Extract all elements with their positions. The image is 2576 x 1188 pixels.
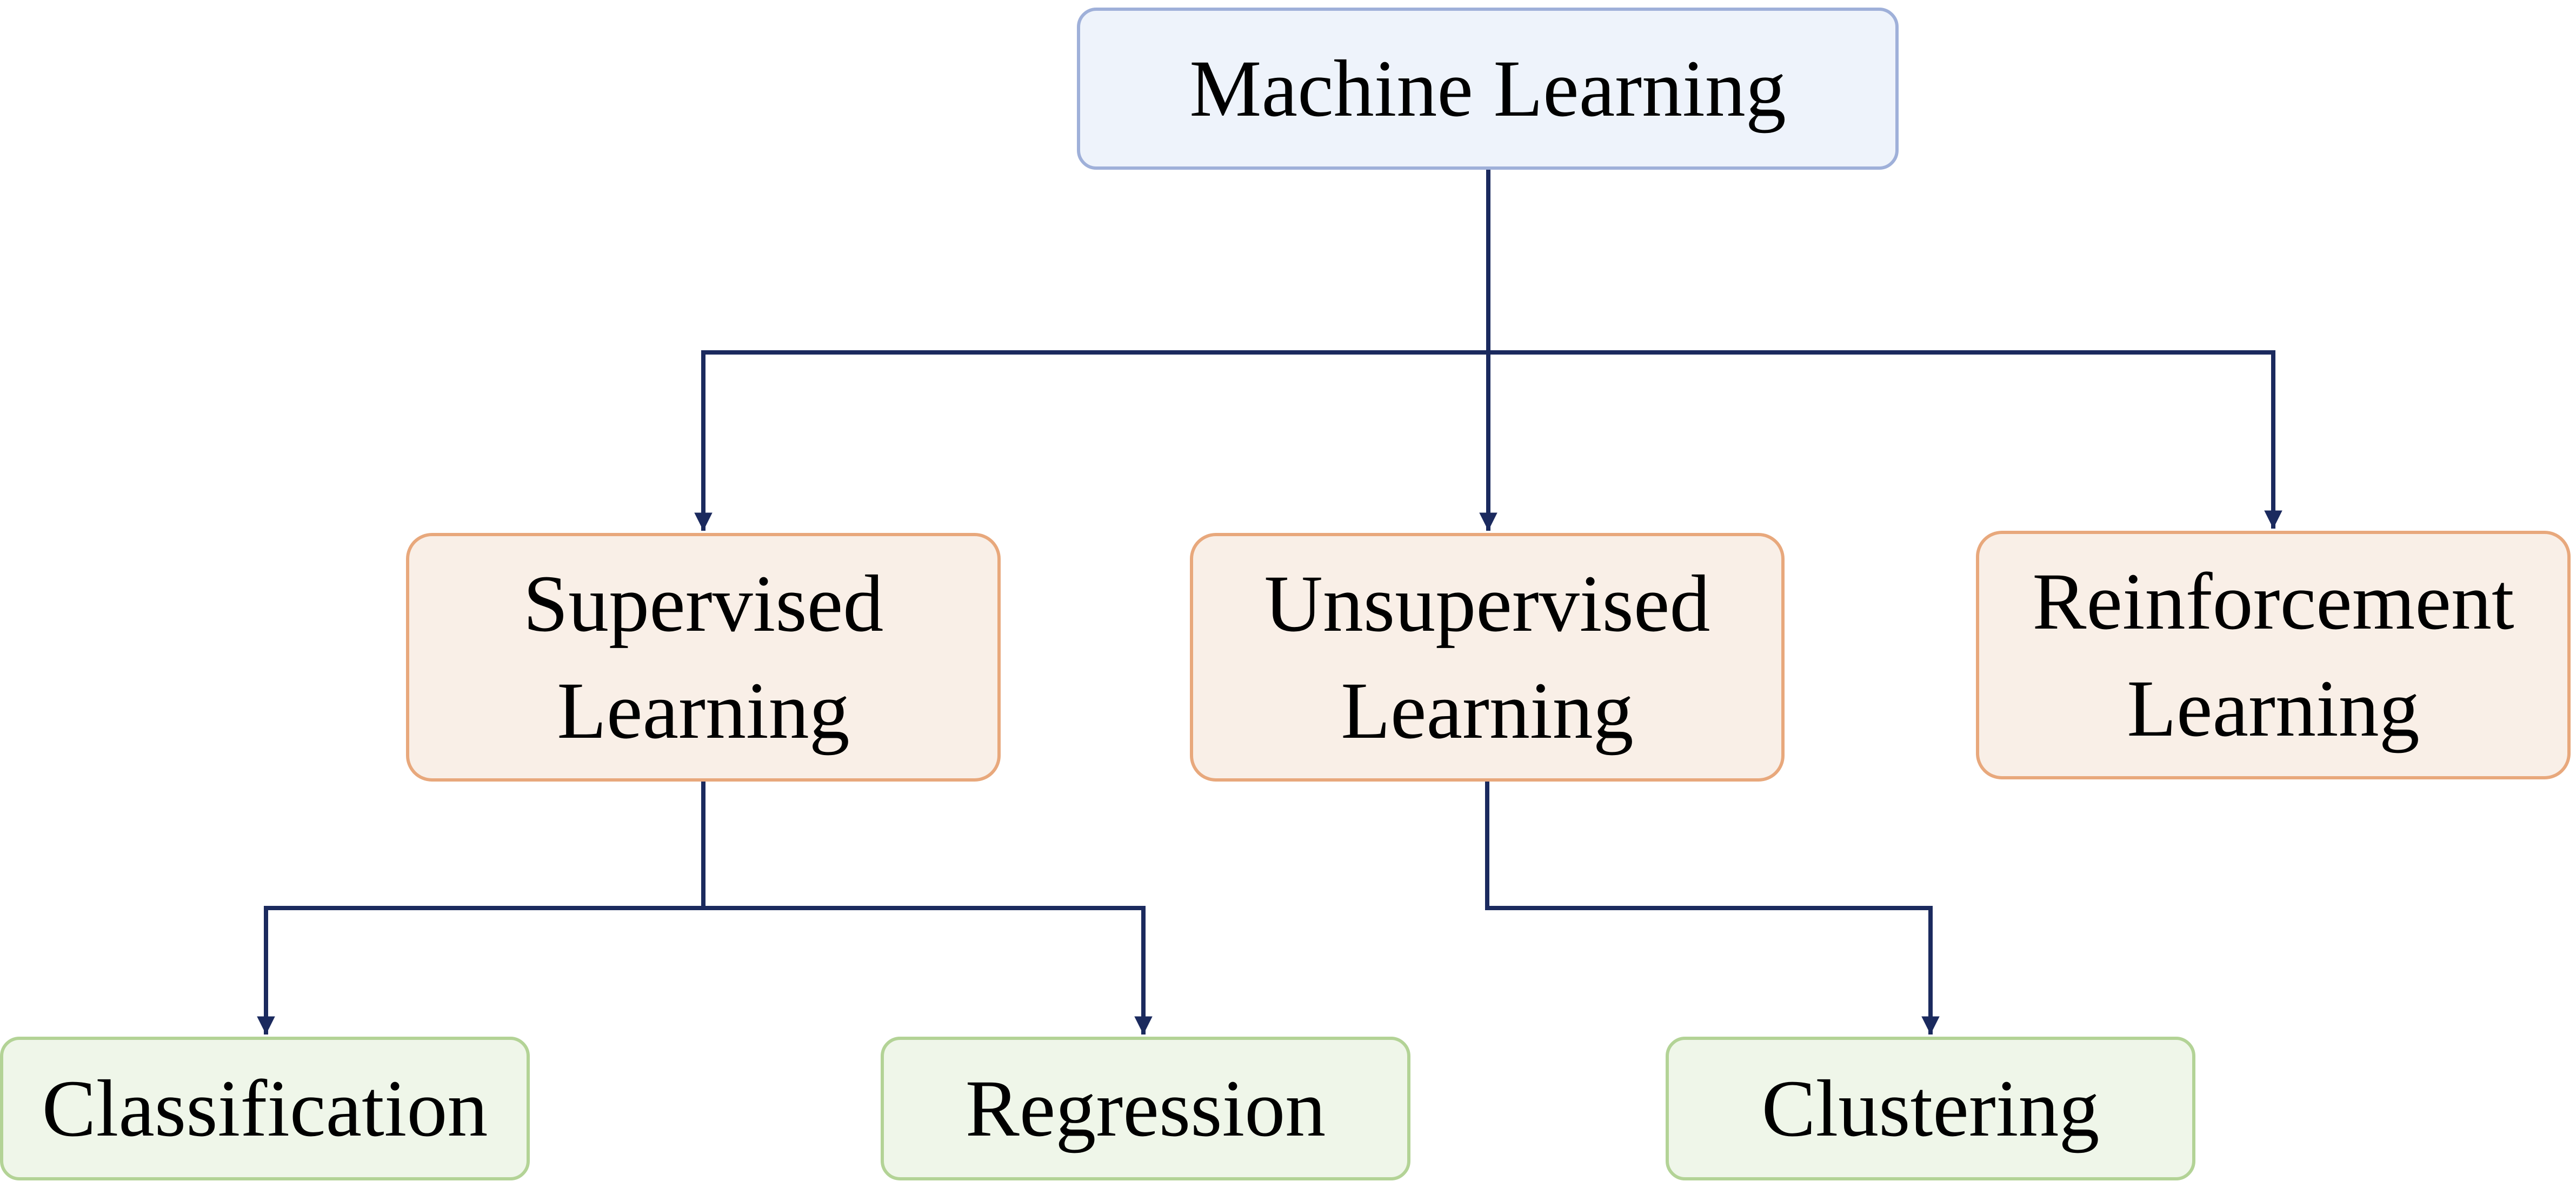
node-unsupervised-learning: Unsupervised Learning (1190, 533, 1785, 782)
node-supervised-learning: Supervised Learning (406, 533, 1001, 782)
connector-root-reinforcement (1488, 350, 2282, 529)
node-supervised-learning-label: Supervised Learning (523, 559, 884, 756)
node-regression: Regression (881, 1037, 1410, 1180)
node-classification-label: Classification (42, 1064, 488, 1153)
node-reinforcement-learning-label: Reinforcement Learning (2032, 557, 2514, 753)
node-classification: Classification (0, 1037, 530, 1180)
node-reinforcement-learning: Reinforcement Learning (1976, 531, 2571, 779)
connector-supervised-regression (703, 906, 1153, 1035)
node-regression-label: Regression (965, 1064, 1326, 1153)
connector-unsupervised-clustering (1485, 782, 1940, 1035)
connector-supervised-classification (257, 906, 703, 1035)
connector-root-supervised (694, 350, 1488, 531)
node-clustering-label: Clustering (1761, 1064, 2100, 1153)
node-unsupervised-learning-label: Unsupervised Learning (1264, 559, 1710, 756)
node-machine-learning-label: Machine Learning (1189, 44, 1786, 134)
node-clustering: Clustering (1666, 1037, 2195, 1180)
node-machine-learning: Machine Learning (1077, 8, 1899, 170)
